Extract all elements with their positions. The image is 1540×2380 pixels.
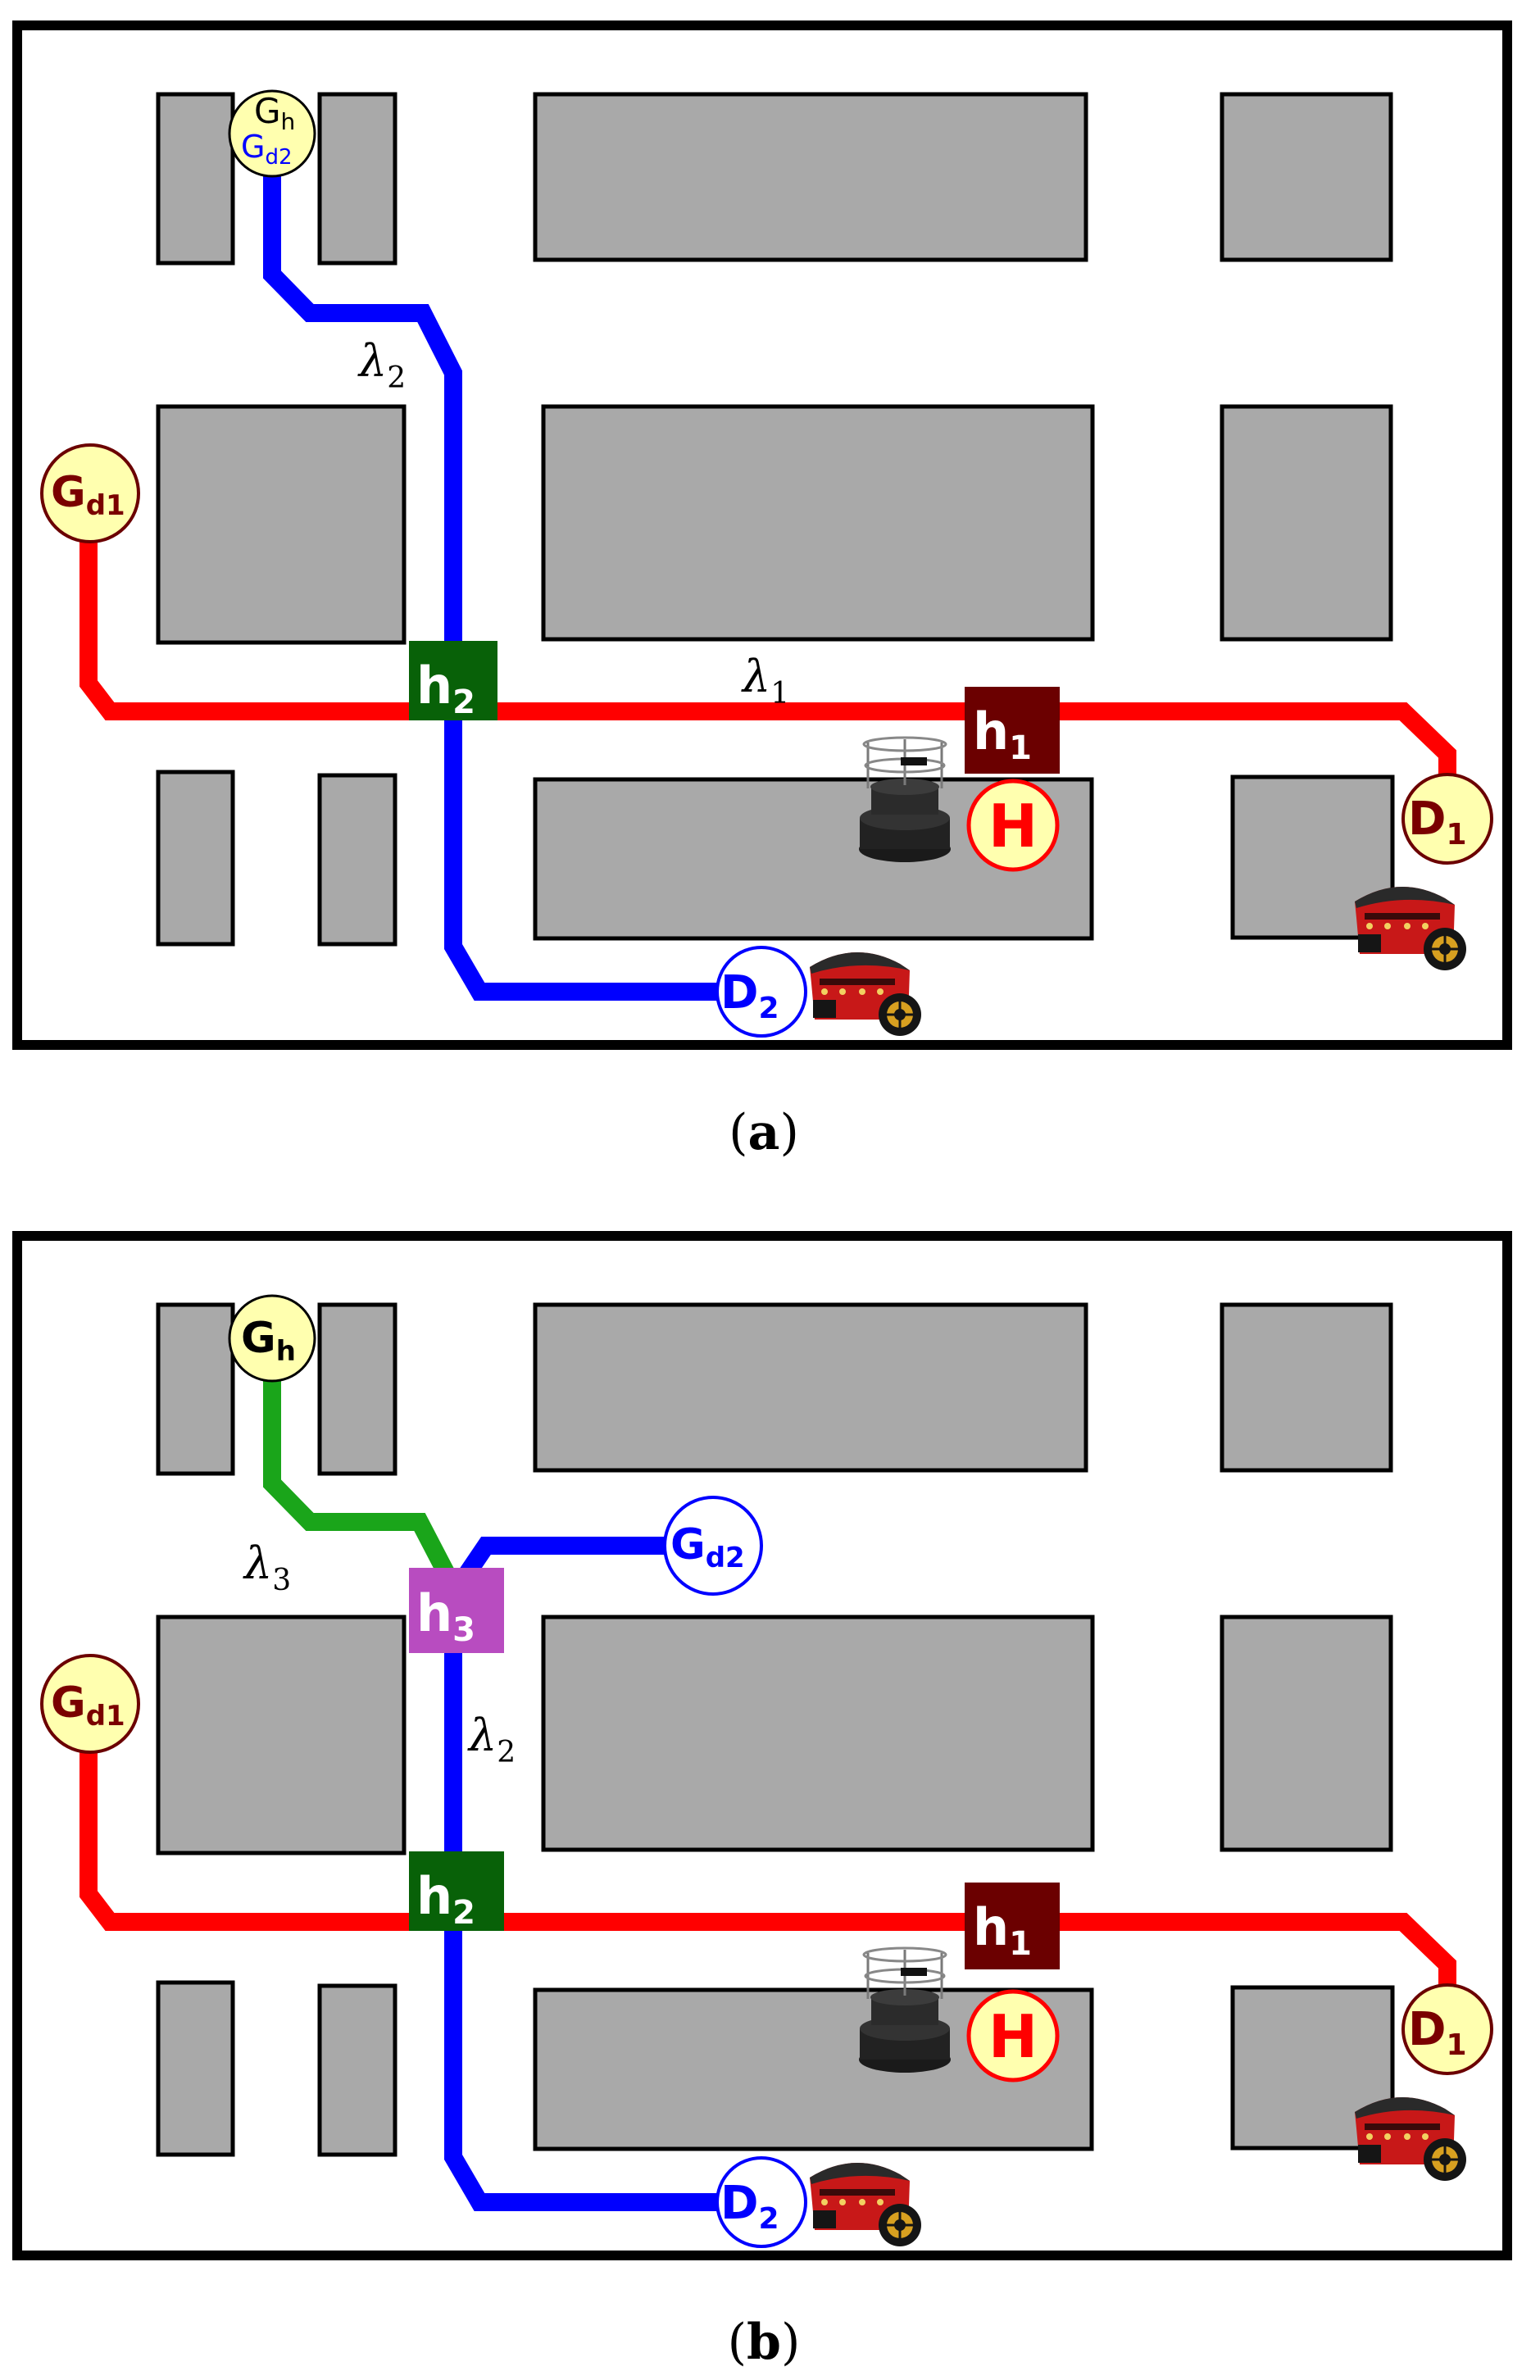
- obstacle: [541, 404, 1095, 642]
- panel-a: λ1 λ2 h2 h1 Gh Gd2 Gd1 H D1: [12, 20, 1512, 1161]
- handover-h2: h2: [409, 1851, 504, 1932]
- obstacles: [156, 92, 1395, 947]
- depot-d2: D2: [715, 946, 807, 1038]
- red-path-lambda-1: [79, 529, 1456, 783]
- svg-text:Gd1: Gd1: [51, 1678, 125, 1733]
- lambda-2-label: λ2: [467, 1710, 516, 1769]
- svg-text:Gh: Gh: [241, 1314, 296, 1368]
- obstacle: [533, 92, 1088, 262]
- svg-text:D2: D2: [720, 2177, 779, 2236]
- obstacle: [156, 92, 235, 266]
- obstacle: [156, 1302, 235, 1476]
- svg-text:h3: h3: [416, 1583, 475, 1649]
- svg-text:Gd2: Gd2: [670, 1520, 745, 1574]
- goal-gd2: Gd2: [663, 1496, 763, 1596]
- obstacle: [1220, 1615, 1393, 1852]
- svg-text:Gd1: Gd1: [51, 468, 125, 522]
- depot-d2: D2: [715, 2156, 807, 2248]
- goal-gh: Gh: [228, 1294, 316, 1383]
- obstacle: [1220, 92, 1393, 262]
- svg-text:D1: D1: [1408, 793, 1467, 852]
- human-h: H: [966, 1989, 1060, 2082]
- obstacle: [156, 770, 235, 947]
- svg-text:h2: h2: [416, 1866, 475, 1932]
- svg-text:Gh: Gh: [254, 91, 295, 135]
- goal-gd1: Gd1: [40, 443, 140, 543]
- obstacle: [317, 92, 397, 266]
- obstacle: [317, 773, 397, 947]
- obstacle: [1220, 1302, 1393, 1473]
- caption-a: (a): [729, 1104, 799, 1161]
- obstacle: [317, 1983, 397, 2157]
- depot-d1: D1: [1401, 1983, 1493, 2075]
- green-path-lambda-3: [263, 1377, 459, 1587]
- goal-gh-gd2: Gh Gd2: [228, 89, 316, 178]
- handover-h3: h3: [409, 1568, 504, 1653]
- human-h: H: [966, 779, 1060, 872]
- obstacle: [1220, 404, 1393, 642]
- lambda-3-label: λ3: [243, 1537, 291, 1597]
- obstacle: [533, 1302, 1088, 1473]
- depot-d1: D1: [1401, 773, 1493, 865]
- svg-text:H: H: [988, 2002, 1038, 2071]
- obstacle: [156, 404, 407, 645]
- svg-text:D1: D1: [1408, 2003, 1467, 2062]
- blue-path-lambda-2: [263, 168, 726, 1001]
- svg-text:D2: D2: [720, 966, 779, 1025]
- svg-text:Gd2: Gd2: [241, 129, 293, 170]
- svg-text:h1: h1: [973, 702, 1032, 767]
- obstacle: [541, 1615, 1095, 1852]
- obstacle: [156, 1615, 407, 1855]
- svg-text:h2: h2: [416, 656, 475, 721]
- handover-h2: h2: [409, 641, 497, 721]
- lambda-1-label: λ1: [741, 651, 789, 711]
- obstacle: [317, 1302, 397, 1476]
- handover-h1: h1: [965, 687, 1060, 774]
- svg-text:h1: h1: [973, 1897, 1032, 1963]
- obstacle: [156, 1980, 235, 2157]
- caption-b: (b): [728, 2314, 801, 2371]
- handover-h1: h1: [965, 1883, 1060, 1969]
- svg-text:H: H: [988, 792, 1038, 861]
- goal-gd1: Gd1: [40, 1654, 140, 1754]
- lambda-2-label: λ2: [357, 335, 406, 395]
- red-path: [79, 1739, 1456, 1993]
- panel-b: λ3 λ2 h3 h2 h1 Gh Gd2 Gd1: [12, 1231, 1512, 2371]
